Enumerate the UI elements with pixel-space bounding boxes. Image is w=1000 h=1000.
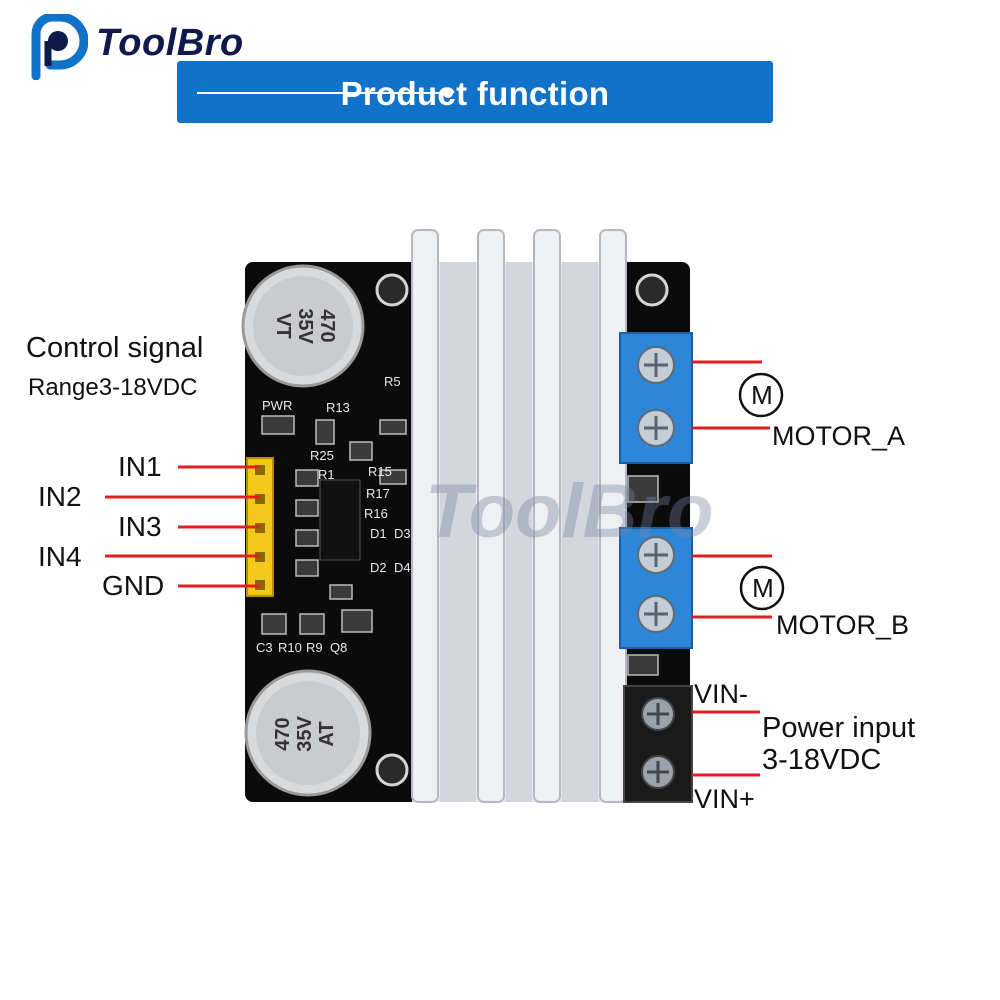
capacitor-top-value: 470 xyxy=(316,309,338,343)
silk-r13: R13 xyxy=(326,400,350,415)
control-signal-heading: Control signal xyxy=(26,332,204,364)
motor-a-label: MOTOR_A xyxy=(772,421,906,451)
silk-r5: R5 xyxy=(384,374,401,389)
toolbro-watermark: ToolBro xyxy=(425,469,714,554)
terminal-side-components xyxy=(627,475,659,676)
silk-r9: R9 xyxy=(306,640,323,655)
banner-title: Product function xyxy=(340,75,610,112)
capacitor-bottom-voltage: 35V xyxy=(294,716,316,752)
pin-gnd-label: GND xyxy=(102,570,165,601)
silk-r15: R15 xyxy=(368,464,392,479)
motor-wires xyxy=(692,360,772,619)
vin-plus-label: VIN+ xyxy=(694,784,755,814)
silk-r17: R17 xyxy=(366,486,390,501)
silk-pwr: PWR xyxy=(262,398,293,413)
silk-d2: D2 xyxy=(370,560,387,575)
silk-d4: D4 xyxy=(394,560,411,575)
capacitor-bottom-value: 470 xyxy=(272,717,294,751)
motor-a-symbol-icon xyxy=(738,372,784,418)
capacitor-top-marking: 470 35V VT xyxy=(272,286,338,366)
motor-b-symbol: M xyxy=(752,573,774,603)
motor-a-symbol: M xyxy=(751,380,773,410)
power-terminal xyxy=(623,685,693,803)
heatsink xyxy=(411,229,627,803)
silk-q8: Q8 xyxy=(330,640,348,655)
brand-name: ToolBro xyxy=(96,22,244,64)
driver-ic xyxy=(319,479,361,561)
motor-b-terminal xyxy=(619,527,693,649)
capacitor-bottom xyxy=(244,669,372,797)
pin-in2-label: IN2 xyxy=(38,481,82,512)
silk-r10: R10 xyxy=(278,640,302,655)
power-input-label: Power input xyxy=(762,712,916,744)
silk-r1: R1 xyxy=(318,467,335,482)
silk-d1: D1 xyxy=(370,526,387,541)
motor-b-symbol-icon xyxy=(739,565,785,611)
pin-in3-label: IN3 xyxy=(118,511,162,542)
product-function-banner: Product function xyxy=(177,61,933,123)
toolbro-p-logo-icon xyxy=(31,14,88,80)
silk-r25: R25 xyxy=(310,448,334,463)
pin-in4-label: IN4 xyxy=(38,541,82,572)
vin-minus-label: VIN- xyxy=(694,679,748,709)
capacitor-bottom-marking: 470 35V AT xyxy=(272,694,338,774)
silk-r16: R16 xyxy=(364,506,388,521)
pin-in1-label: IN1 xyxy=(118,451,162,482)
control-signal-range: Range3-18VDC xyxy=(28,374,198,401)
motor-b-label: MOTOR_B xyxy=(776,610,910,640)
mounting-holes xyxy=(375,273,669,787)
silk-c3: C3 xyxy=(256,640,273,655)
power-wires xyxy=(692,710,760,777)
control-pin-wires xyxy=(105,465,260,588)
power-range-label: 3-18VDC xyxy=(762,744,882,776)
capacitor-bottom-series: AT xyxy=(316,721,338,747)
capacitor-top-series: VT xyxy=(272,313,294,339)
capacitor-top-voltage: 35V xyxy=(294,308,316,344)
motor-a-terminal xyxy=(619,332,693,464)
smd-components xyxy=(261,415,407,635)
silk-d3: D3 xyxy=(394,526,411,541)
capacitor-top xyxy=(241,264,365,388)
